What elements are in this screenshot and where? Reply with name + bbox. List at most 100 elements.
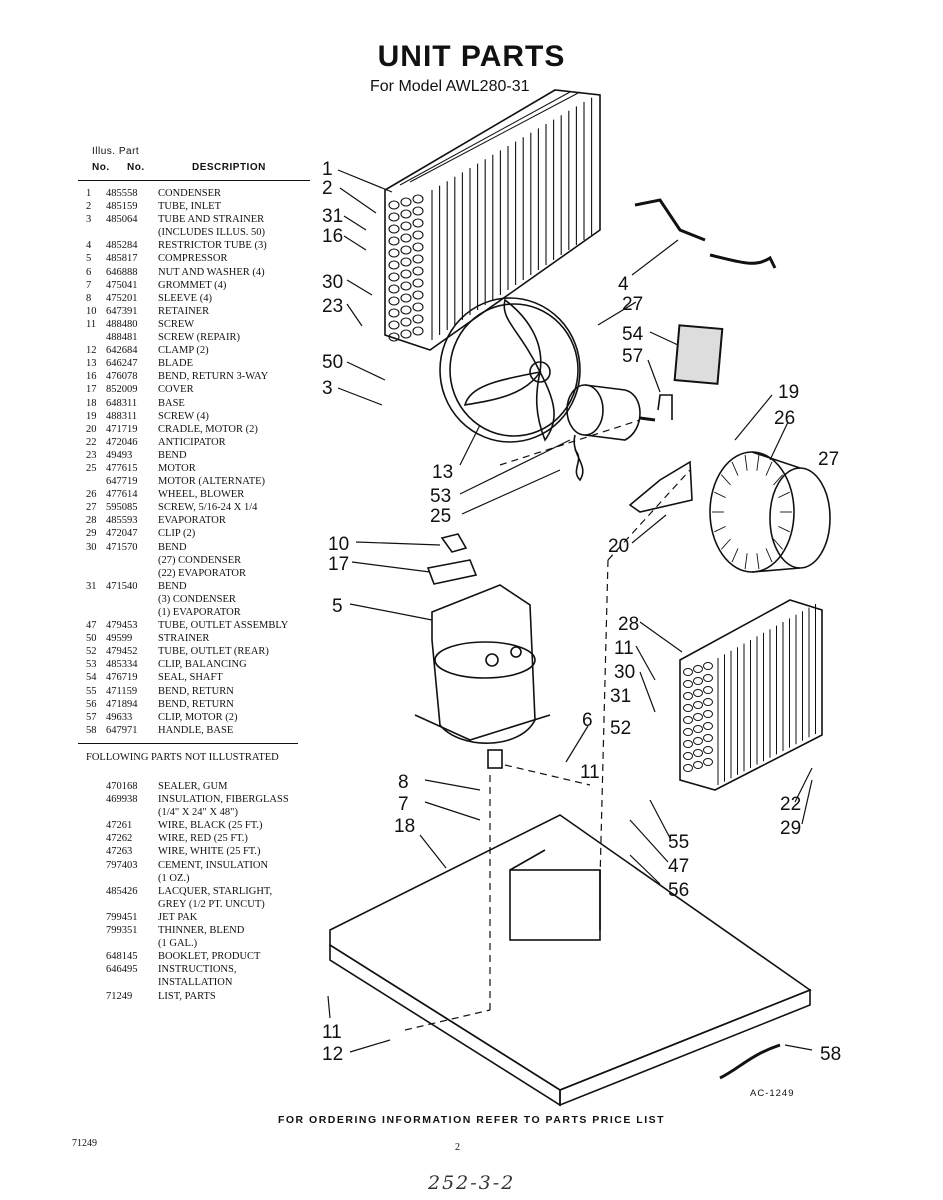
cell-desc: LIST, PARTS: [158, 990, 216, 1002]
callout-label: 58: [820, 1044, 841, 1065]
coil-tube: [703, 734, 713, 742]
coil-tube: [703, 722, 713, 730]
cell-part: 648311: [106, 397, 138, 409]
coil-tube: [400, 209, 412, 219]
callout-label: 16: [322, 226, 343, 247]
cell-desc: (1/4" x 24" x 48"): [158, 807, 238, 819]
callout-label: 23: [322, 296, 343, 317]
callout-label: 18: [394, 816, 415, 837]
coil-tube: [388, 272, 400, 282]
callout-label: 7: [398, 794, 409, 815]
cell-desc: MOTOR: [158, 462, 196, 474]
cell-desc: SCREW: [158, 318, 195, 330]
cell-desc: BEND: [158, 541, 187, 553]
cell-desc: WIRE, RED (25 FT.): [158, 833, 248, 845]
callout-label: 12: [322, 1044, 343, 1065]
cell-part: 49633: [106, 711, 133, 723]
coil-tube: [388, 320, 400, 330]
coil-tube: [703, 674, 713, 682]
coil-tube: [388, 332, 400, 342]
callout-label: 30: [322, 272, 343, 293]
callout-label: 27: [622, 294, 643, 315]
coil-tube: [412, 230, 424, 240]
cell-desc: BEND: [158, 580, 187, 592]
ordering-footer: FOR ORDERING INFORMATION REFER TO PARTS …: [277, 1114, 666, 1126]
cell-desc: BEND: [158, 449, 187, 461]
coil-fin: [721, 538, 731, 550]
coil-tube: [400, 245, 412, 255]
callout-label: 47: [668, 856, 689, 877]
coil-tube: [400, 197, 412, 207]
cell-no: 27: [86, 502, 97, 514]
page-title: UNIT PARTS: [377, 40, 566, 73]
cell-no: 19: [86, 410, 97, 422]
cell-desc: SCREW (REPAIR): [158, 332, 240, 344]
coil-tube: [412, 326, 424, 336]
cell-part: 472046: [106, 436, 138, 448]
cell-no: 28: [86, 515, 97, 527]
cell-part: 646495: [106, 964, 138, 976]
compressor: [414, 584, 551, 769]
coil-fin: [756, 553, 760, 570]
cell-desc: (1 OZ.): [158, 872, 190, 884]
coil-tube: [693, 761, 703, 769]
cell-desc: TUBE AND STRAINER: [158, 214, 265, 226]
cell-no: 10: [86, 305, 97, 317]
cell-no: 31: [86, 580, 97, 592]
cell-desc: EVAPORATOR: [158, 515, 226, 527]
cell-desc: LACQUER, STARLIGHT,: [158, 885, 273, 897]
table-header-illus-no: No.: [92, 162, 110, 173]
coil-tube: [412, 254, 424, 264]
callout-label: 4: [618, 274, 629, 295]
cell-part: 472047: [106, 528, 138, 540]
cell-part: 47262: [106, 833, 133, 845]
cell-part: 799451: [106, 911, 138, 923]
callout-label: 11: [614, 638, 634, 659]
cell-desc: (1 GAL.): [158, 938, 198, 950]
cell-part: 476719: [106, 672, 138, 684]
coil-tube: [683, 692, 693, 700]
cell-part: 797403: [106, 859, 138, 871]
cell-desc: (27) CONDENSER: [158, 554, 242, 566]
cell-part: 477615: [106, 462, 138, 474]
cell-no: 25: [86, 462, 97, 474]
cell-no: 2: [86, 201, 92, 213]
cell-desc: (22) EVAPORATOR: [158, 567, 246, 579]
cell-no: 57: [86, 711, 97, 723]
cell-part: 485064: [106, 214, 138, 226]
cell-no: 17: [86, 384, 97, 396]
cell-no: 4: [86, 240, 92, 252]
cell-desc: SEAL, SHAFT: [158, 672, 223, 684]
coil-tube: [400, 305, 412, 315]
cell-desc: MOTOR (ALTERNATE): [158, 476, 266, 488]
cell-no: 6: [86, 266, 92, 278]
cell-no: 11: [86, 318, 97, 330]
cell-no: 20: [86, 423, 97, 435]
coil-fin: [778, 491, 790, 499]
cell-no: 13: [86, 358, 97, 370]
document-number: 71249: [72, 1138, 97, 1149]
cell-part: 485284: [106, 240, 138, 252]
coil-tube: [412, 218, 424, 228]
coil-tube: [400, 233, 412, 243]
coil-fin: [756, 454, 760, 471]
coil-tube: [693, 737, 703, 745]
